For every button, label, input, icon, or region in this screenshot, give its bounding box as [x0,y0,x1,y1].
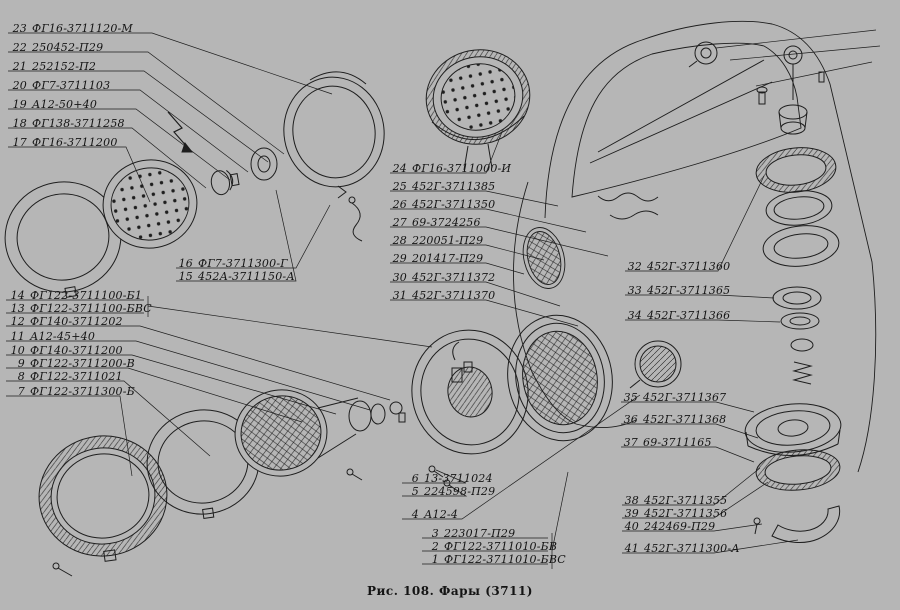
leader-lines [6,32,799,569]
figure-caption: Рис. 108. Фары (3711) [366,584,533,598]
marker-lamp-drawing [629,340,682,389]
upper-headlight-exploded [4,71,385,298]
truck-cab-outline [513,20,877,473]
sealed-beam-lamp-drawing [425,49,531,171]
lower-headlight-exploded [38,389,406,577]
top-right-small-parts [688,29,881,105]
right-parts-stack [744,45,842,544]
centre-housing-assembly [411,314,613,455]
